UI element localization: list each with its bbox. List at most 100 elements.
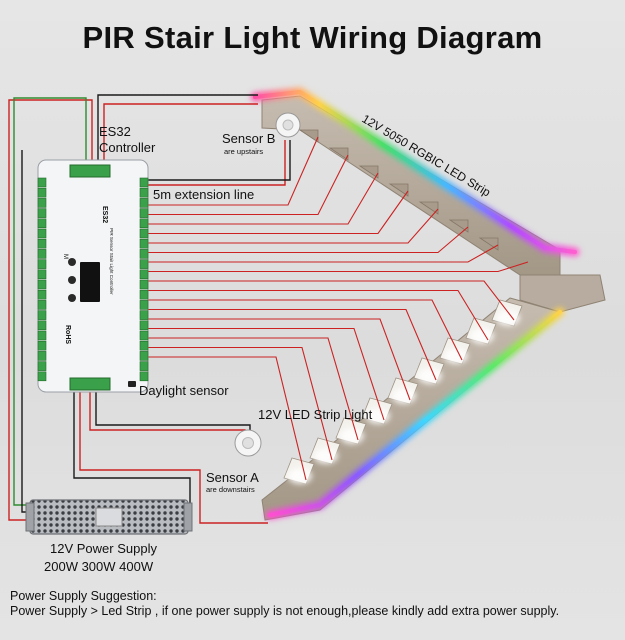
left-terminal-slot [37, 361, 47, 371]
es32-controller: M ES32 PIR Sensor Stair Light Controller… [37, 159, 149, 393]
left-terminal-slot [37, 340, 47, 351]
right-terminal-slot [139, 228, 149, 239]
right-terminal-slot [139, 279, 149, 290]
controller-label-line1: ES32 [99, 124, 131, 139]
left-terminal-slot [37, 218, 47, 229]
step-wire [148, 299, 463, 361]
right-terminal-slot [139, 289, 149, 300]
step-wire [148, 154, 349, 216]
controller-label-line2: Controller [99, 140, 156, 155]
down-button[interactable] [68, 294, 76, 302]
right-terminal-slot [139, 198, 149, 208]
left-terminal-slot [37, 300, 47, 310]
left-terminal-slot [37, 238, 47, 249]
step-wire [148, 190, 409, 235]
daylight-sensor-body [128, 381, 136, 387]
sensor-b-note: are upstairs [224, 147, 263, 156]
bottom-terminal [69, 377, 111, 391]
sensor-a-label: Sensor A [206, 470, 259, 485]
daylight-sensor-label: Daylight sensor [139, 383, 229, 398]
lower-step-faces [283, 299, 523, 485]
right-terminal-slot [139, 361, 149, 371]
right-terminal-slot [139, 208, 149, 218]
power-supply [25, 499, 193, 535]
power-supply-end-right [183, 502, 193, 532]
left-terminal-slot [37, 269, 47, 280]
mode-button[interactable] [68, 258, 76, 266]
right-terminal-slot [139, 259, 149, 269]
left-terminal-slot [37, 310, 47, 320]
step-wire [148, 172, 379, 225]
upper-step-notches [298, 129, 499, 251]
left-terminal-slot [37, 177, 47, 188]
sensor-b [275, 112, 301, 138]
left-terminal-slot [37, 208, 47, 218]
right-terminal-slot [139, 300, 149, 310]
controller-model-text: PIR Sensor Stair Light Controller [109, 228, 114, 295]
sensor-a-note: are downstairs [206, 485, 255, 494]
left-terminal-slot [37, 371, 47, 382]
left-terminal-slot [37, 279, 47, 290]
step-wire [148, 136, 319, 206]
wire-top-black [97, 94, 258, 165]
footer-heading: Power Supply Suggestion: [10, 589, 157, 603]
power-supply-label-line1: 12V Power Supply [50, 541, 157, 556]
stair-landing [519, 274, 606, 313]
top-terminal [69, 164, 111, 178]
wire-top-red2 [103, 103, 258, 165]
step-wire [148, 356, 307, 481]
right-terminal-slot [139, 340, 149, 351]
wire-power-out [79, 392, 268, 524]
up-button[interactable] [68, 276, 76, 284]
step-wire [148, 244, 499, 263]
step-wire [148, 337, 359, 441]
left-terminal-slot [37, 320, 47, 331]
step-wires [148, 136, 529, 481]
right-terminal-slot [139, 371, 149, 382]
upper-stair-flight [261, 95, 561, 276]
wire-left-black [21, 150, 30, 513]
right-terminal-slot [139, 218, 149, 229]
power-supply-label-line2: 200W 300W 400W [44, 559, 154, 574]
left-terminal-block [37, 177, 47, 382]
right-terminal-slot [139, 351, 149, 361]
step-wire [148, 346, 333, 461]
mode-button-label: M [62, 254, 68, 259]
step-wire [148, 308, 437, 381]
right-terminal-slot [139, 187, 149, 198]
left-terminal-slot [37, 249, 47, 259]
page-title: PIR Stair Light Wiring Diagram [82, 20, 543, 55]
wire-power-out-black [73, 392, 191, 515]
left-terminal-slot [37, 259, 47, 269]
left-terminal-slot [37, 198, 47, 208]
sensor-b-label: Sensor B [222, 131, 275, 146]
sensor-b-lens [282, 119, 294, 131]
step-wire [148, 289, 489, 341]
right-terminal-slot [139, 320, 149, 331]
power-supply-label [95, 507, 123, 527]
daylight-sensor [128, 381, 136, 387]
right-terminal-slot [139, 249, 149, 259]
step-wire [148, 318, 411, 401]
step-wire [148, 226, 469, 254]
step-wire [148, 280, 515, 321]
sensor-a-lens [242, 437, 254, 449]
step-wire [148, 208, 439, 244]
right-terminal-slot [139, 269, 149, 280]
step-wire [148, 327, 385, 421]
step-wire [148, 261, 529, 273]
left-terminal-slot [37, 351, 47, 361]
right-terminal-block [139, 177, 149, 382]
rgbic-strip-lower-core [268, 310, 562, 517]
rohs-mark: RoHS [64, 325, 71, 344]
left-terminal-slot [37, 228, 47, 239]
staircase [250, 87, 606, 521]
rgbic-strip-upper-core [253, 89, 577, 254]
right-terminal-slot [139, 177, 149, 188]
power-supply-end-left [25, 502, 35, 532]
wire-top-green [13, 97, 87, 506]
controller-display [80, 262, 100, 302]
right-terminal-slot [139, 330, 149, 341]
right-terminal-slot [139, 238, 149, 249]
